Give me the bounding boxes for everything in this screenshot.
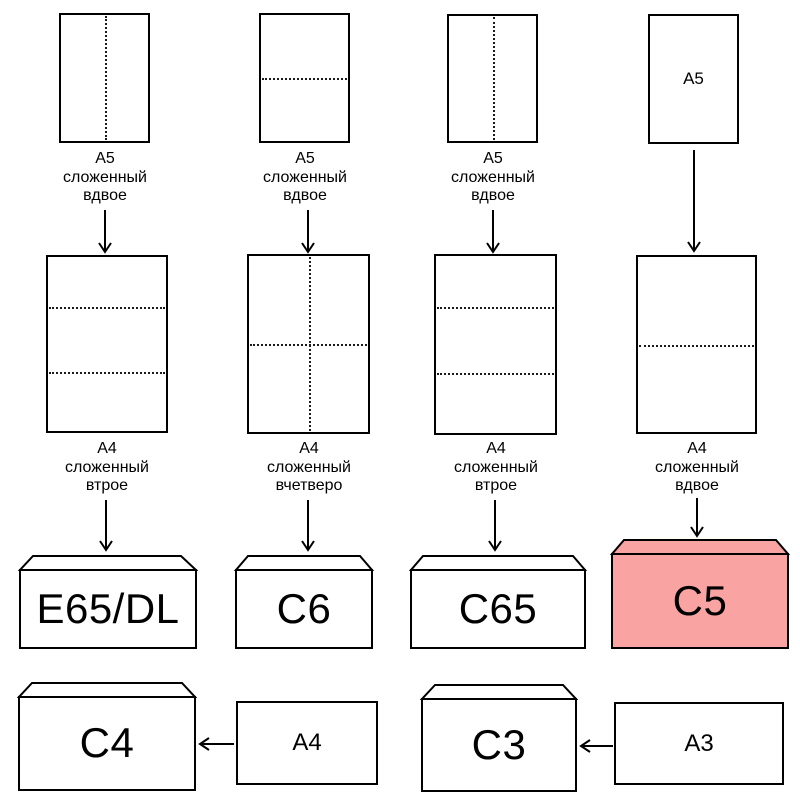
caption-line: втрое: [85, 477, 129, 494]
arrow-left-icon: [579, 739, 613, 753]
caption-line: A4: [486, 440, 506, 457]
caption-line: вдвое: [675, 477, 719, 494]
arrow-down-icon: [301, 500, 315, 552]
caption-line: A5: [483, 150, 503, 167]
envelope-c65-label: C65: [458, 585, 538, 632]
envelope-flap: [420, 684, 578, 700]
fold-line-horizontal: [250, 344, 367, 346]
caption-line: A5: [295, 150, 315, 167]
caption-line: A5: [95, 150, 115, 167]
envelope-e65dl: [18, 555, 198, 649]
arrow-down-icon: [486, 210, 500, 254]
caption-a4-col2: A4 сложенный вчетверо: [229, 440, 389, 496]
envelope-c6: [234, 555, 374, 649]
paper-a5-fold-vertical-2: [447, 14, 538, 143]
caption-a5-col1: A5 сложенный вдвое: [25, 150, 185, 206]
paper-a4-fold-half: [636, 255, 757, 434]
envelope-c3: [420, 684, 578, 792]
caption-line: вдвое: [83, 187, 127, 204]
caption-line: сложенный: [267, 458, 351, 476]
paper-a5-fold-vertical-1: [59, 13, 150, 143]
envelope-body: [410, 569, 586, 649]
envelope-c3-label: C3: [471, 721, 527, 768]
arrow-down-icon: [98, 210, 112, 254]
caption-line: A4: [97, 440, 117, 457]
envelope-body: [421, 698, 577, 792]
envelope-flap: [234, 555, 374, 571]
caption-a5-col3: A5 сложенный вдвое: [413, 150, 573, 206]
envelope-body: [19, 569, 197, 649]
envelope-flap: [409, 555, 587, 571]
caption-a4-col3: A4 сложенный втрое: [416, 440, 576, 496]
fold-line-horizontal: [49, 307, 165, 310]
envelope-c5-label: C5: [672, 577, 728, 624]
caption-line: сложенный: [655, 458, 739, 476]
caption-line: сложенный: [263, 168, 347, 186]
paper-a4-fold-thirds-1: [46, 255, 168, 433]
paper-a4-fold-thirds-2: [434, 254, 557, 435]
caption-line: втрое: [474, 477, 518, 494]
caption-line: вдвое: [283, 187, 327, 204]
paper-a3-label: A3: [684, 729, 714, 757]
fold-line-horizontal: [437, 372, 554, 375]
envelope-flap: [17, 682, 197, 698]
envelope-flap: [18, 555, 198, 571]
caption-line: сложенный: [65, 458, 149, 476]
envelope-e65dl-label: E65/DL: [36, 585, 180, 632]
caption-line: сложенный: [451, 168, 535, 186]
fold-line-vertical: [492, 17, 495, 140]
caption-a4-col4: A4 сложенный вдвое: [617, 440, 777, 496]
arrow-down-icon: [488, 500, 502, 552]
caption-a4-col1: A4 сложенный втрое: [27, 440, 187, 496]
envelope-c4-label: C4: [79, 719, 135, 766]
envelope-c65: [409, 555, 587, 649]
envelope-c6-label: C6: [276, 585, 332, 632]
fold-line-horizontal: [639, 344, 754, 347]
caption-line: A4: [299, 440, 319, 457]
fold-line-horizontal: [49, 371, 165, 374]
fold-line-horizontal: [262, 78, 347, 80]
arrow-down-icon: [690, 498, 704, 538]
caption-a5-col2: A5 сложенный вдвое: [225, 150, 385, 206]
arrow-down-icon: [301, 210, 315, 254]
arrow-down-icon: [687, 150, 701, 253]
envelope-body: [18, 696, 196, 791]
caption-line: сложенный: [63, 168, 147, 186]
envelope-body: [611, 553, 789, 649]
envelope-c4: [17, 682, 197, 791]
caption-line: сложенный: [454, 458, 538, 476]
envelope-flap: [610, 539, 790, 555]
paper-a5-fold-horizontal: [259, 13, 350, 143]
caption-line: вдвое: [471, 187, 515, 204]
fold-line-horizontal: [437, 307, 554, 310]
paper-a4-fold-quarters: [247, 254, 370, 434]
envelope-body: [235, 569, 373, 649]
paper-a4-label: A4: [292, 729, 322, 756]
caption-line: вчетверо: [275, 477, 343, 494]
fold-line-vertical: [104, 16, 107, 140]
caption-line: A4: [687, 440, 707, 457]
paper-a4-unfolded: A4: [236, 701, 378, 785]
paper-a5-plain: A5: [648, 14, 739, 144]
arrow-left-icon: [198, 737, 234, 751]
envelope-c5-highlighted: [610, 539, 790, 649]
paper-a3-unfolded: A3: [614, 702, 784, 785]
paper-a5-label: A5: [683, 69, 704, 88]
arrow-down-icon: [99, 500, 113, 552]
